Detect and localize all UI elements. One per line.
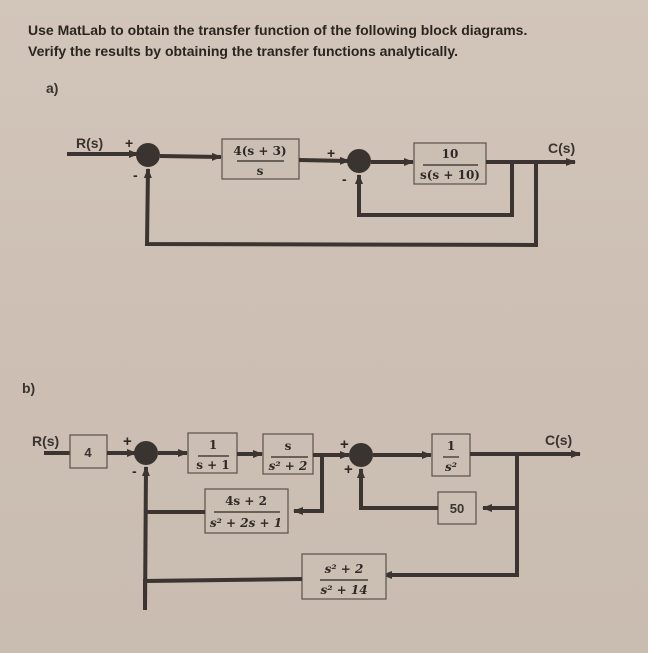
block-b1-denominator: s + 1	[196, 458, 230, 472]
block-b5-denominator: s² + 14	[320, 583, 367, 597]
block-b5-numerator: s² + 2	[325, 562, 364, 576]
instruction-line-2: Verify the results by obtaining the tran…	[28, 43, 458, 59]
diagram-b: R(s) 4 + - 1 s + 1 s s² + 2 + +	[32, 432, 581, 611]
block-b4: 4s + 2 s² + 2s + 1	[204, 488, 289, 534]
input-label-b: R(s)	[32, 433, 59, 449]
output-label-a: C(s)	[548, 140, 575, 156]
sign-a2-top: +	[327, 145, 335, 161]
block-b5: s² + 2 s² + 14	[301, 553, 387, 600]
block-b-gain-50: 50	[437, 491, 477, 525]
gain-block-4: 4	[69, 434, 108, 469]
input-label-a: R(s)	[76, 135, 103, 151]
block-b-gain-50-value: 50	[450, 501, 464, 516]
summing-junction-b1	[134, 441, 158, 465]
wire-block-50-to-b2	[357, 468, 438, 510]
instruction-line-1: Use MatLab to obtain the transfer functi…	[28, 22, 528, 38]
block-b3-numerator: 1	[447, 439, 455, 453]
block-a2-denominator: s(s + 10)	[420, 168, 480, 182]
wire-inner-feedback-a	[355, 162, 514, 217]
block-b1-numerator: 1	[209, 438, 217, 452]
wire-block-b5-return	[143, 577, 303, 605]
output-label-b: C(s)	[545, 432, 572, 448]
gain-block-4-value: 4	[84, 445, 92, 460]
sign-b1-top: +	[123, 433, 132, 450]
sign-b1-bottom: -	[132, 463, 137, 479]
wire-outer-feedback-a	[143, 162, 538, 248]
block-b4-numerator: 4s + 2	[225, 494, 267, 508]
part-a-label: a)	[46, 80, 59, 96]
part-b-label: b)	[22, 380, 36, 396]
block-b2: s s² + 2	[262, 433, 314, 475]
block-b2-denominator: s² + 2	[269, 459, 308, 473]
block-b4-denominator: s² + 2s + 1	[210, 516, 282, 530]
wire-to-block-b5	[382, 508, 519, 579]
wire-block1-to-a2	[298, 156, 350, 165]
sign-b2-top: +	[340, 436, 349, 453]
wire-to-block-b4	[293, 455, 324, 515]
summing-junction-b2	[349, 443, 373, 467]
block-a2-numerator: 10	[442, 147, 459, 161]
diagram-a: R(s) + - 4(s + 3) s + - 10 s(s + 10) C(s…	[67, 135, 576, 248]
sign-b2-bottom: +	[344, 461, 353, 478]
summing-junction-a2	[347, 149, 371, 173]
block-a2: 10 s(s + 10)	[413, 142, 487, 185]
block-b1: 1 s + 1	[187, 432, 238, 474]
block-b3: 1 s²	[431, 433, 471, 477]
sign-a1-bottom: -	[133, 167, 138, 183]
block-b2-numerator: s	[285, 439, 292, 453]
wire-to-block-50	[482, 454, 519, 512]
sign-a1-top: +	[125, 135, 133, 151]
block-b3-denominator: s²	[445, 460, 457, 474]
sign-a2-bottom: -	[342, 171, 347, 187]
wire-a1-to-block1	[159, 152, 222, 161]
summing-junction-a1	[136, 143, 160, 167]
block-a1-numerator: 4(s + 3)	[233, 144, 286, 158]
block-a1-denominator: s	[257, 164, 264, 178]
block-a1: 4(s + 3) s	[221, 138, 300, 180]
